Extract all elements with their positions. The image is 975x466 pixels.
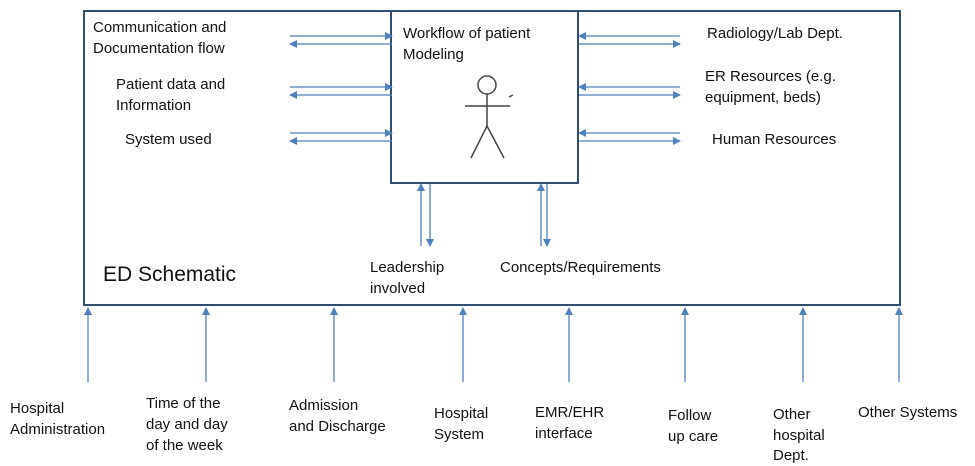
bottom-input-time-line-1: Time of the [146, 395, 221, 412]
bottom-input-admission-line-2: and Discharge [289, 418, 386, 435]
bottom-input-other-systems: Other Systems [858, 404, 958, 421]
bottom-input-other-hospital-line-2: hospital [773, 427, 825, 444]
left-item-patient-data-line-1: Patient data and [116, 76, 226, 93]
left-item-patient-data-line-2: Information [116, 97, 192, 114]
workflow-label-line-1: Workflow of patient [403, 25, 531, 42]
bottom-input-follow-up-line-1: Follow [668, 407, 712, 424]
bottom-input-hospital-admin-line-1: Hospital [10, 400, 65, 417]
bottom-input-emr-line-2: interface [535, 425, 593, 442]
person-icon [465, 75, 514, 159]
leadership-label-line-2: involved [370, 280, 426, 297]
right-item-human-resources: Human Resources [712, 131, 837, 148]
right-item-radiology: Radiology/Lab Dept. [707, 25, 843, 42]
bottom-input-hospital-admin-line-2: Administration [10, 421, 106, 438]
bottom-input-hospital-system-line-1: Hospital [434, 405, 489, 422]
left-item-communication-line-1: Communication and [93, 19, 227, 36]
workflow-box [390, 10, 579, 184]
bottom-input-time-line-3: of the week [146, 437, 223, 454]
bottom-input-other-hospital-line-1: Other [773, 406, 811, 423]
bottom-input-other-hospital-line-3: Dept. [773, 447, 809, 464]
ed-schematic-title: ED Schematic [103, 263, 237, 286]
bottom-input-hospital-system-line-2: System [434, 426, 485, 443]
bottom-input-follow-up-line-2: up care [668, 428, 719, 445]
leadership-label-line-1: Leadership [370, 259, 445, 276]
right-item-er-resources-line-1: ER Resources (e.g. [705, 68, 836, 85]
concepts-label: Concepts/Requirements [500, 259, 661, 276]
left-item-communication-line-2: Documentation flow [93, 40, 225, 57]
bottom-input-time-line-2: day and day [146, 416, 228, 433]
bottom-input-emr-line-1: EMR/EHR [535, 404, 605, 421]
right-item-er-resources-line-2: equipment, beds) [705, 89, 821, 106]
bottom-input-admission-line-1: Admission [289, 397, 359, 414]
left-item-system-used: System used [125, 131, 212, 148]
workflow-label-line-2: Modeling [403, 46, 464, 63]
